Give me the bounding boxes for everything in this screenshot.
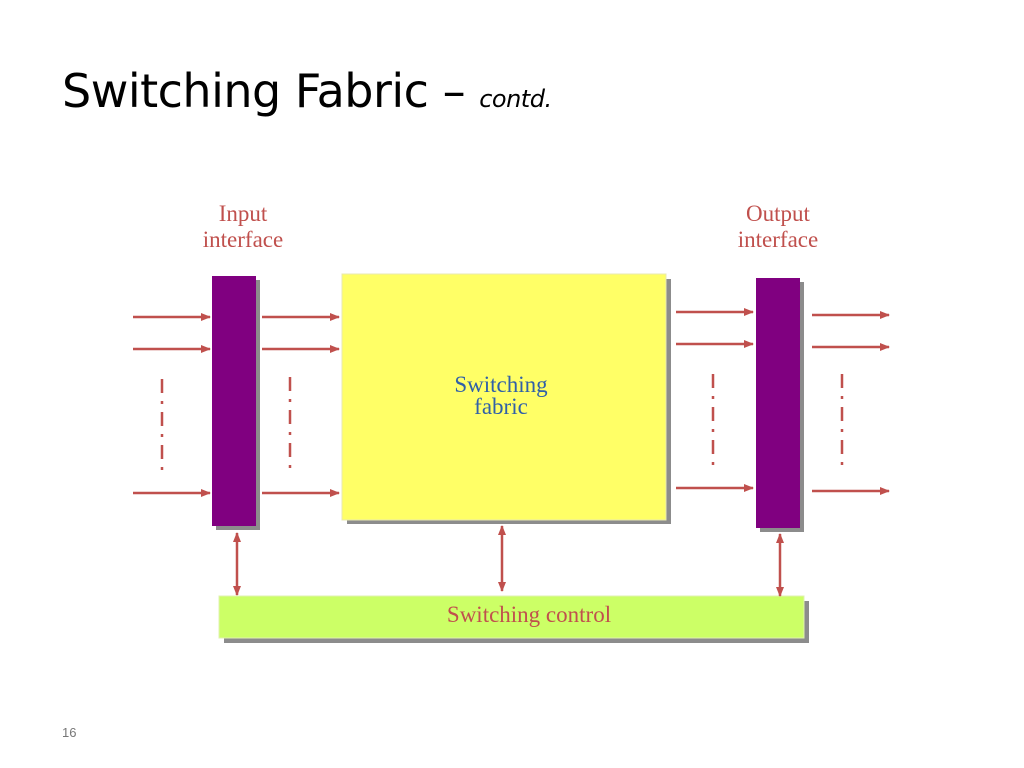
fabric-label-line-2: fabric [474,394,528,419]
output-arrows-from-fabric [676,308,754,492]
input-arrows-to-fabric [262,313,340,497]
fabric-label-line-1: Switching [454,372,548,397]
output-interface-label: Output interface [723,201,833,253]
title-suffix: contd. [479,85,552,113]
output-label-line-2: interface [737,227,819,252]
input-label-line-2: interface [202,227,284,252]
switching-control-label: Switching control [446,602,612,627]
slide-title: Switching Fabric – contd. [62,64,552,118]
input-label-line-1: Input [218,201,268,226]
output-label-line-1: Output [746,201,810,226]
control-arrows [233,525,784,597]
title-main: Switching Fabric – [62,64,466,118]
switching-fabric-box [341,273,667,521]
input-interface-label: Input interface [188,201,298,253]
input-arrows-incoming [133,313,211,497]
page-number: 16 [62,725,77,740]
switching-fabric-label: Switching fabric [431,372,571,419]
switching-control-box [218,595,805,639]
input-interface-bar [212,276,256,526]
output-arrows-outgoing [812,311,890,495]
output-interface-bar [756,278,800,528]
